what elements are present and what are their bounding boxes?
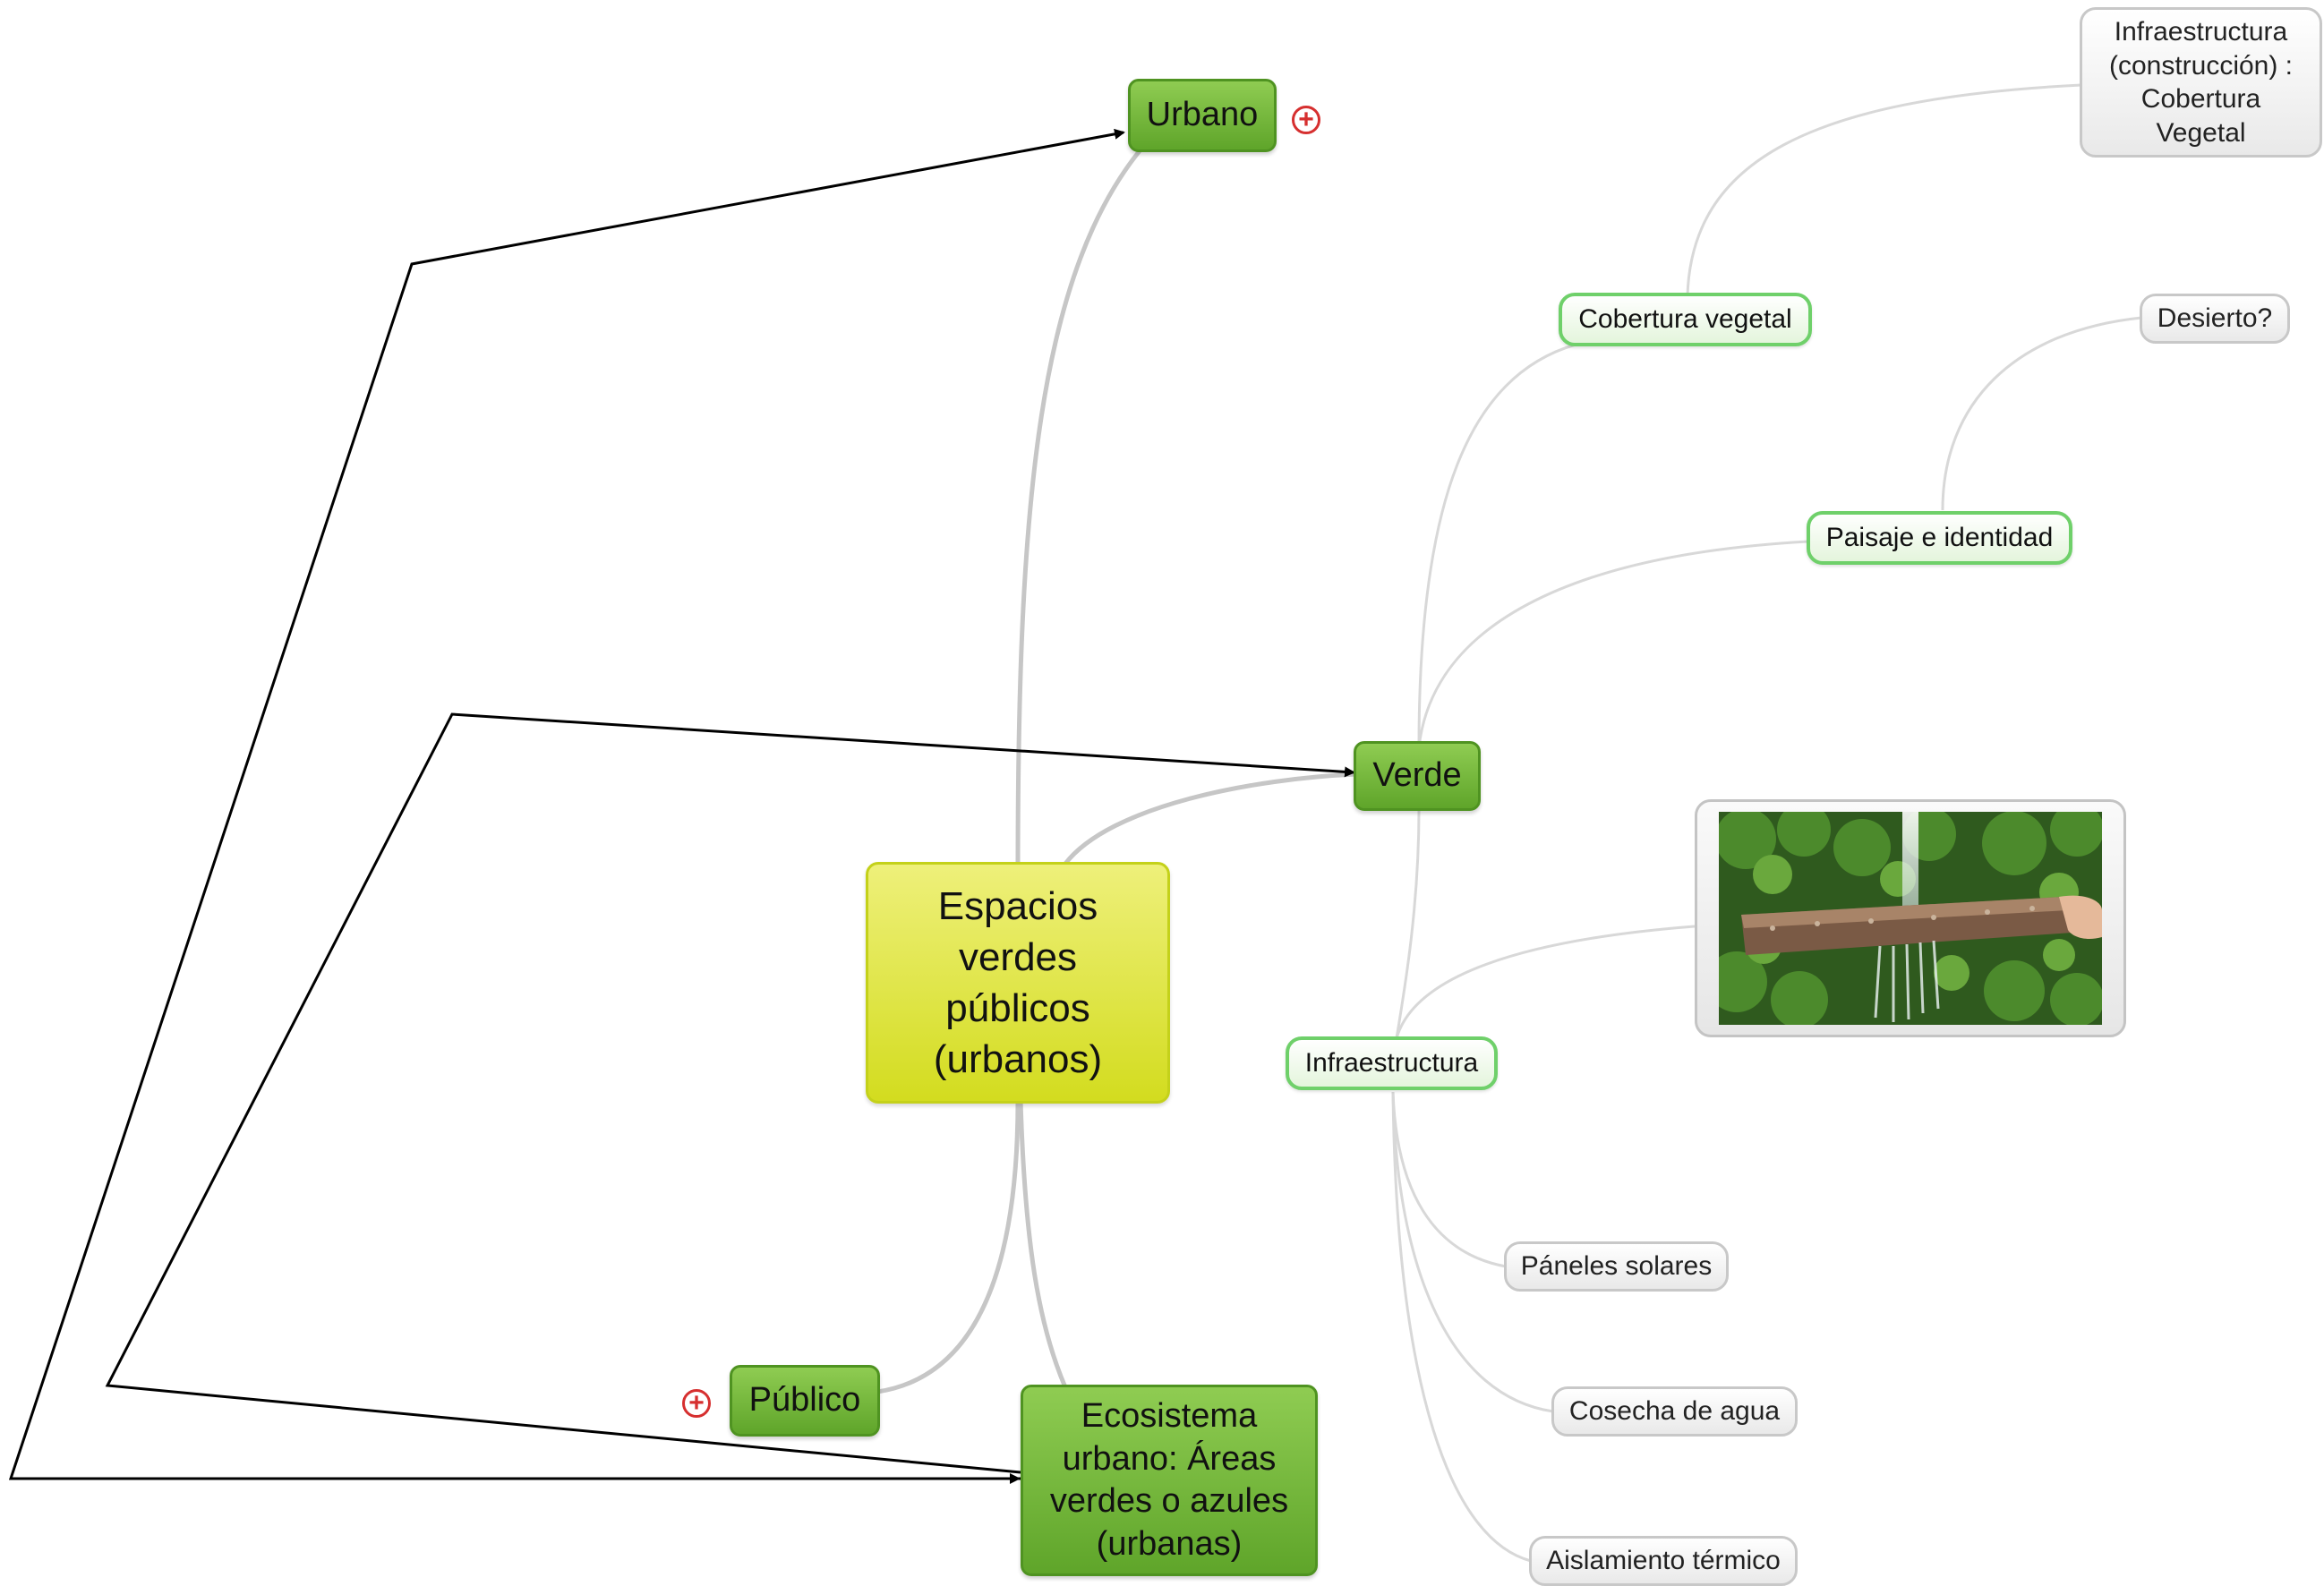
subtopic-paisaje-identidad-label: Paisaje e identidad <box>1825 523 2054 552</box>
expand-publico-icon[interactable]: + <box>682 1389 711 1418</box>
topic-verde-label: Verde <box>1372 756 1462 795</box>
relationship-ecosistema-urbano <box>8 128 1125 1480</box>
topic-verde[interactable]: Verde <box>1354 741 1481 811</box>
branch-ecosistema <box>1018 1100 1068 1388</box>
leaf-infraestructura-cobertura[interactable]: Infraestructura (construcción) : Cobertu… <box>2080 7 2322 158</box>
subtopic-cobertura-vegetal[interactable]: Cobertura vegetal <box>1559 293 1812 346</box>
branch-urbano <box>1015 141 1148 869</box>
image-topic[interactable] <box>1695 799 2126 1037</box>
expand-urbano-icon[interactable]: + <box>1292 106 1320 134</box>
topic-publico[interactable]: Público <box>730 1365 880 1437</box>
subtopic-paisaje-identidad[interactable]: Paisaje e identidad <box>1807 511 2072 565</box>
branch-verde <box>1064 772 1357 865</box>
branch-image <box>1395 925 1696 1039</box>
central-topic[interactable]: Espacios verdes públicos (urbanos) <box>866 862 1170 1104</box>
branch-infraestructura <box>1395 809 1421 1039</box>
branch-cobertura <box>1417 343 1576 748</box>
relationship-ecosistema-verde <box>105 712 1355 1474</box>
subtopic-cobertura-vegetal-label: Cobertura vegetal <box>1578 304 1792 334</box>
central-topic-label: Espacios verdes públicos (urbanos) <box>933 883 1103 1082</box>
branch-infra-cobertura <box>1686 83 2082 296</box>
leaf-cosecha-agua-label: Cosecha de agua <box>1568 1396 1781 1427</box>
photo-icon <box>1719 812 2102 1025</box>
subtopic-infraestructura[interactable]: Infraestructura <box>1286 1036 1498 1090</box>
branch-paneles <box>1391 1091 1507 1268</box>
topic-publico-label: Público <box>748 1381 861 1420</box>
subtopic-infraestructura-label: Infraestructura <box>1304 1048 1479 1078</box>
leaf-aislamiento-termico[interactable]: Aislamiento térmico <box>1529 1536 1798 1586</box>
branch-aislamiento <box>1391 1091 1532 1563</box>
leaf-aislamiento-termico-label: Aislamiento térmico <box>1546 1546 1781 1576</box>
branch-paisaje <box>1417 540 1809 748</box>
topic-ecosistema[interactable]: Ecosistema urbano: Áreas verdes o azules… <box>1021 1385 1318 1576</box>
topic-ecosistema-label: Ecosistema urbano: Áreas verdes o azules… <box>1049 1397 1289 1563</box>
leaf-infraestructura-cobertura-label: Infraestructura (construcción) : Cobertu… <box>2108 17 2294 148</box>
topic-urbano[interactable]: Urbano <box>1128 79 1277 152</box>
leaf-paneles-solares[interactable]: Páneles solares <box>1504 1241 1729 1292</box>
topic-urbano-label: Urbano <box>1146 96 1259 134</box>
branch-desierto <box>1941 316 2142 511</box>
leaf-cosecha-agua[interactable]: Cosecha de agua <box>1551 1386 1798 1437</box>
leaf-paneles-solares-label: Páneles solares <box>1520 1251 1713 1282</box>
branch-publico <box>876 1100 1021 1394</box>
leaf-desierto-label: Desierto? <box>2157 303 2273 334</box>
leaf-desierto[interactable]: Desierto? <box>2140 294 2290 344</box>
branch-cosecha <box>1391 1091 1554 1413</box>
